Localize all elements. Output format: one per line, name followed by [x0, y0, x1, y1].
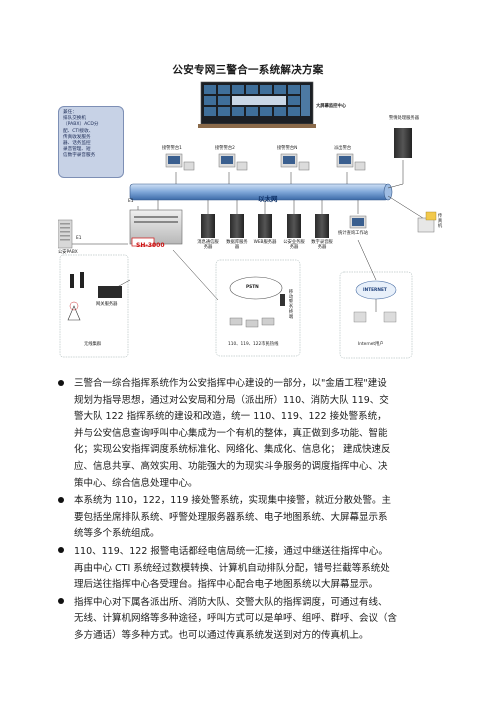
ethernet-bus [129, 183, 393, 201]
seat-1-label: 接警警台1 [162, 146, 182, 151]
pstn-cloud [229, 276, 283, 300]
bullet-item: 110、119、122 报警电话都经电信局统一汇接，通过中继送往指挥中心。 再由… [58, 544, 438, 594]
seat-n-label: 接警警台N [277, 146, 298, 151]
bullet-item: 指挥中心对下属各派出所、消防大队、交警大队的指挥调度，可通过有线、 无线、计算机… [58, 595, 438, 645]
bullet-dot-icon [58, 496, 64, 503]
phones-label: 110、119、122市民热线 [228, 342, 279, 347]
diagram-drawing [58, 81, 437, 359]
server-row [201, 214, 367, 238]
video-wall-label: 大屏幕监控中心 [316, 104, 347, 109]
video-wall [198, 81, 316, 128]
internet-area [339, 239, 413, 359]
alarm-server-label: 警情处理服务器 [388, 116, 420, 121]
e1-top-label: E1 [128, 199, 134, 204]
radio-label: 无线集群 [84, 342, 102, 347]
pabx-callout: 兼任： 排队交换机 （PABX）ACD分 配、CTI接收、 传真收发服务 器、话… [58, 106, 124, 178]
seat-2-label: 接警警台2 [215, 146, 235, 151]
alarm-server-icon [394, 128, 412, 158]
bullet-item: 三警合一综合指挥系统作为公安指挥中心建设的一部分，以"金盾工程"建设 规划为指导… [58, 376, 438, 492]
fax-icon [417, 211, 437, 233]
bullet-dot-icon [58, 379, 64, 386]
bullet-dot-icon [58, 547, 64, 554]
pabx-label: 公安PABX [58, 250, 78, 255]
gateway-label: 网关服务器 [96, 302, 118, 307]
server-3-label: WEB服务器 [253, 240, 277, 245]
bullet-list: 三警合一综合指挥系统作为公安指挥中心建设的一部分，以"金盾工程"建设 规划为指导… [58, 376, 438, 646]
radio-cluster [59, 254, 129, 358]
network-diagram: 兼任： 排队交换机 （PABX）ACD分 配、CTI接收、 传真收发服务 器、话… [58, 80, 458, 362]
page-title: 公安专网三警合一系统解决方案 [172, 64, 324, 76]
sh3000-label: SH-3000 [136, 242, 165, 249]
bullet-dot-icon [58, 598, 64, 605]
server-1-label: 消息通信服务器 [197, 240, 219, 250]
ethernet-label: 以太网 [258, 195, 278, 203]
fax-label: 传真机 [437, 214, 443, 229]
e1-left-label: E1 [76, 236, 82, 241]
internet-label: INTERNET [363, 288, 387, 293]
internet-user-label: Internet用户 [358, 342, 384, 347]
pstn-label: PSTN [246, 285, 259, 290]
seat-workstations [165, 153, 366, 171]
workstation-label: 统计查询工作站 [338, 231, 369, 236]
mobile-label: 移动警务终端 [288, 290, 294, 320]
server-2-label: 数据库服务器 [226, 240, 248, 250]
seat-dispatch-label: 派出警台 [334, 146, 352, 151]
server-5-label: 数字录音服务器 [311, 240, 333, 250]
bullet-item: 本系统为 110，122，119 接处警系统，实现集中接警，就近分散处警。主 要… [58, 493, 438, 543]
server-4-label: 公安业务服务器 [283, 240, 305, 250]
